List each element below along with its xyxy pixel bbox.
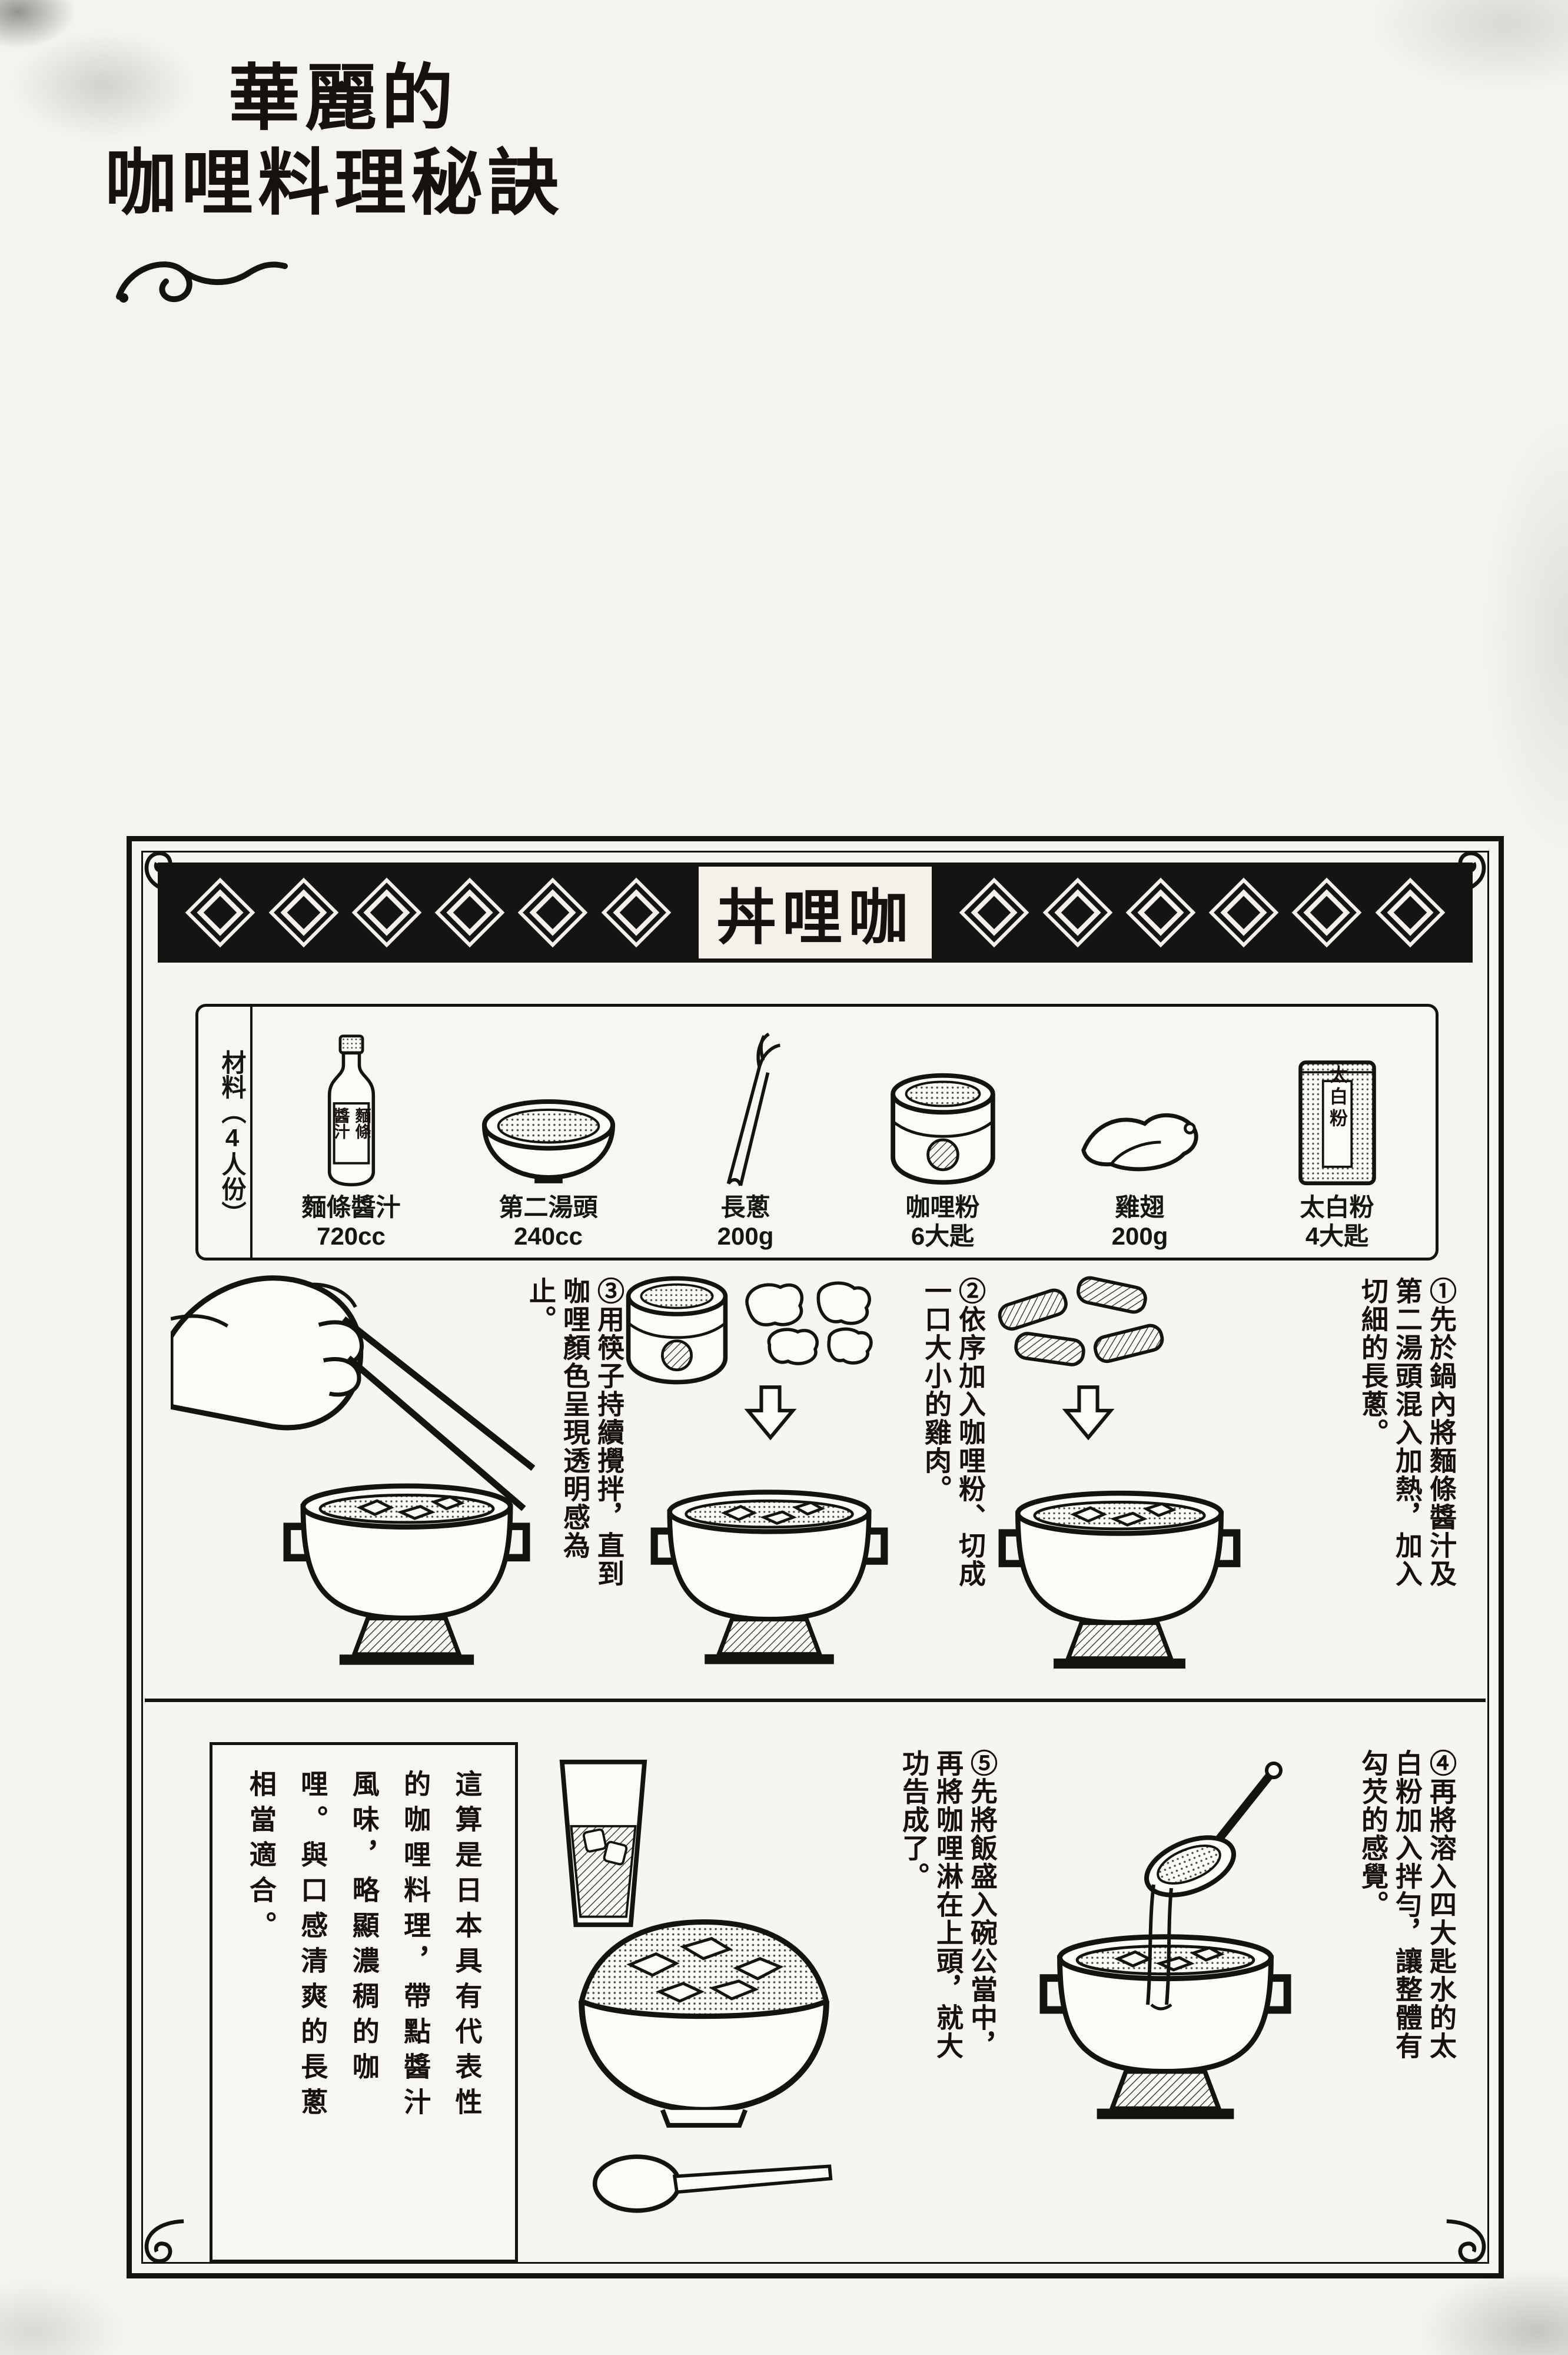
step-2-text: ②依序加入咖哩粉、切成一口大小的雞肉。 <box>921 1277 986 1588</box>
arrow-down-icon <box>1062 1384 1115 1440</box>
ingredients-list: 麵條 醬汁 麵條醬汁 720cc 第二湯頭 240cc <box>253 1007 1436 1258</box>
note-box: 這算是日本具有代表性的咖哩料理，帶點醬汁風味，略顯濃稠的咖哩。與口感清爽的長蔥相… <box>210 1742 518 2263</box>
ladle-pour-icon <box>1125 1757 1290 2011</box>
arrow-down-icon <box>744 1384 797 1440</box>
ingredient-item: 第二湯頭 240cc <box>450 1007 647 1258</box>
sauce-bottle-icon: 麵條 醬汁 <box>311 1026 391 1188</box>
corner-ornament-icon <box>1444 2219 1495 2270</box>
banner-diamond-icon <box>1125 877 1196 948</box>
scallion-icon <box>710 1026 781 1188</box>
title-banner: 丼哩咖 <box>158 863 1473 963</box>
banner-diamond-icon <box>1208 877 1279 948</box>
curry-can-icon <box>624 1272 730 1388</box>
step-1-text: ①先於鍋內將麵條醬汁及第二湯頭混入加熱，加入切細的長蔥。 <box>1358 1277 1457 1588</box>
banner-diamond-icon <box>434 877 505 948</box>
step-5-text: ⑤先將飯盛入碗公當中，再將咖哩淋在上頭，就大功告成了。 <box>899 1749 998 2060</box>
step-1-pot-icon <box>986 1441 1253 1681</box>
banner-diamond-icon <box>268 877 338 948</box>
banner-pattern-right <box>936 867 1469 958</box>
step-3-text: ③用筷子持續攪拌，直到咖哩顏色呈現透明感為止。 <box>526 1277 624 1588</box>
banner-diamond-icon <box>1375 877 1446 948</box>
ingredient-item: 長蔥 200g <box>647 1007 844 1258</box>
ingredient-name: 雞翅 <box>1115 1193 1165 1222</box>
banner-diamond-icon <box>601 877 672 948</box>
banner-diamond-icon <box>1042 877 1112 948</box>
ingredient-name: 咖哩粉 <box>905 1193 980 1222</box>
note-text: 這算是日本具有代表性的咖哩料理，帶點醬汁風味，略顯濃稠的咖哩。與口感清爽的長蔥相… <box>245 1770 483 2123</box>
stock-bowl-icon <box>479 1026 619 1188</box>
banner-diamond-icon <box>185 877 255 948</box>
ingredient-amount: 200g <box>717 1222 774 1250</box>
hand-chopsticks-icon <box>171 1248 538 1533</box>
ingredients-box: 材料（4人份） 麵條 醬汁 麵條醬汁 720cc 第二湯頭 <box>195 1004 1439 1261</box>
step-2-pot-icon <box>639 1441 899 1676</box>
ingredient-name: 麵條醬汁 <box>301 1193 401 1222</box>
ingredient-item: 咖哩粉 6大匙 <box>844 1007 1041 1258</box>
ingredient-amount: 720cc <box>317 1222 386 1250</box>
bottle-label-left: 醬汁 <box>331 1107 350 1140</box>
banner-diamond-icon <box>351 877 422 948</box>
curry-rice-bowl-icon <box>559 1852 849 2137</box>
serving-spoon-icon <box>584 2147 842 2220</box>
ingredient-amount: 4大匙 <box>1305 1222 1369 1250</box>
banner-diamond-icon <box>1292 877 1362 948</box>
packet-label: 太白粉 <box>1327 1065 1347 1131</box>
chicken-pieces-icon <box>737 1271 878 1381</box>
corner-ornament-icon <box>135 2219 186 2270</box>
banner-pattern-left <box>162 867 695 958</box>
ingredient-item: 麵條 醬汁 麵條醬汁 720cc <box>253 1007 450 1258</box>
flourish-ornament <box>116 261 288 303</box>
ingredient-name: 長蔥 <box>720 1193 770 1222</box>
ingredient-item: 太白粉 太白粉 4大匙 <box>1238 1007 1436 1258</box>
page-title-line2: 咖哩料理秘訣 <box>105 144 564 224</box>
ingredient-item: 雞翅 200g <box>1041 1007 1238 1258</box>
ingredient-amount: 240cc <box>514 1222 583 1250</box>
section-divider <box>145 1699 1486 1702</box>
ingredient-amount: 6大匙 <box>911 1222 975 1250</box>
ingredient-amount: 200g <box>1111 1222 1168 1250</box>
recipe-panel: 丼哩咖 材料（4人份） 麵條 醬汁 麵條醬汁 <box>127 836 1504 2278</box>
ingredient-name: 第二湯頭 <box>499 1193 598 1222</box>
ingredient-name: 太白粉 <box>1300 1193 1374 1222</box>
banner-diamond-icon <box>518 877 588 948</box>
banner-diamond-icon <box>959 877 1029 948</box>
page-title-line1: 華麗的 <box>228 59 458 139</box>
bottle-label-right: 麵條 <box>353 1107 371 1140</box>
chicken-wing-icon <box>1077 1026 1204 1188</box>
curry-powder-can-icon <box>888 1026 998 1188</box>
banner-title: 丼哩咖 <box>695 867 936 958</box>
starch-packet-icon: 太白粉 <box>1296 1026 1378 1188</box>
ingredients-header: 材料（4人份） <box>198 1007 253 1258</box>
step-4-text: ④再將溶入四大匙水的太白粉加入拌勻，讓整體有勾芡的感覺。 <box>1358 1749 1457 2060</box>
scallion-pieces-icon <box>992 1275 1175 1382</box>
